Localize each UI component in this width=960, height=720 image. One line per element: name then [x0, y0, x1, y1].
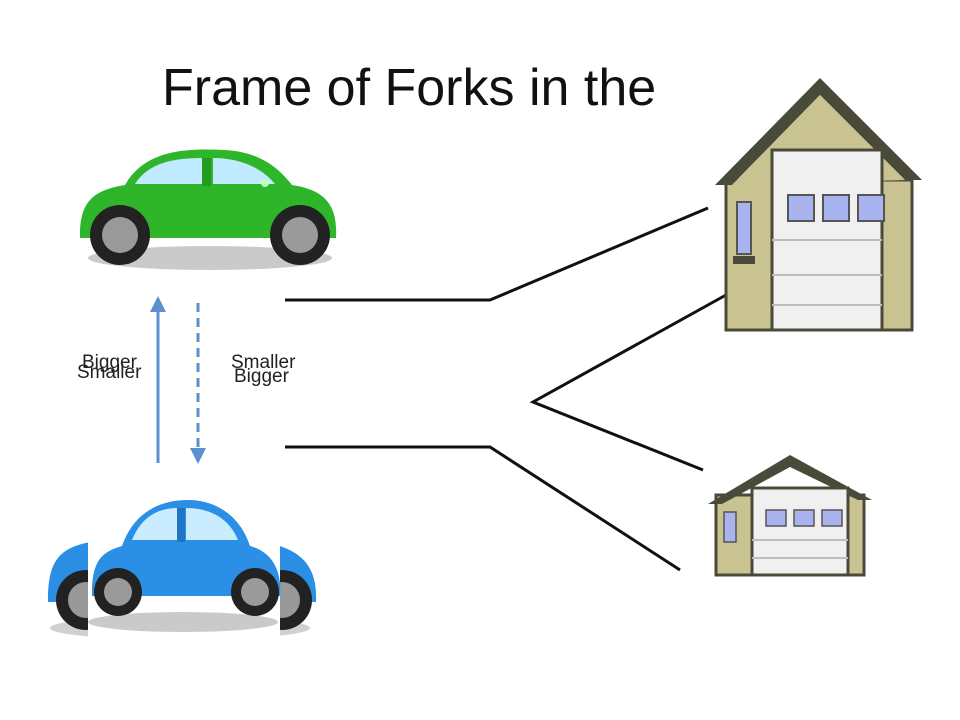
large-house-icon	[715, 78, 922, 332]
small-house-icon	[708, 455, 872, 577]
green-car-icon	[80, 149, 337, 270]
slide-title: Frame of Forks in the	[162, 59, 657, 117]
smaller-arrow-down-icon	[190, 303, 206, 464]
fork-line-branch	[529, 288, 736, 472]
blue-car-icon	[88, 500, 281, 632]
fork-line-upper	[285, 206, 709, 302]
label-bigger-right: Bigger	[234, 366, 289, 387]
bigger-arrow-up-icon	[150, 296, 166, 463]
fork-lines	[285, 206, 736, 572]
label-bigger-left: Bigger	[82, 352, 137, 373]
label-smaller-right: Smaller	[231, 352, 296, 373]
label-smaller-left: Smaller	[77, 362, 142, 383]
fork-line-lower	[285, 445, 681, 572]
